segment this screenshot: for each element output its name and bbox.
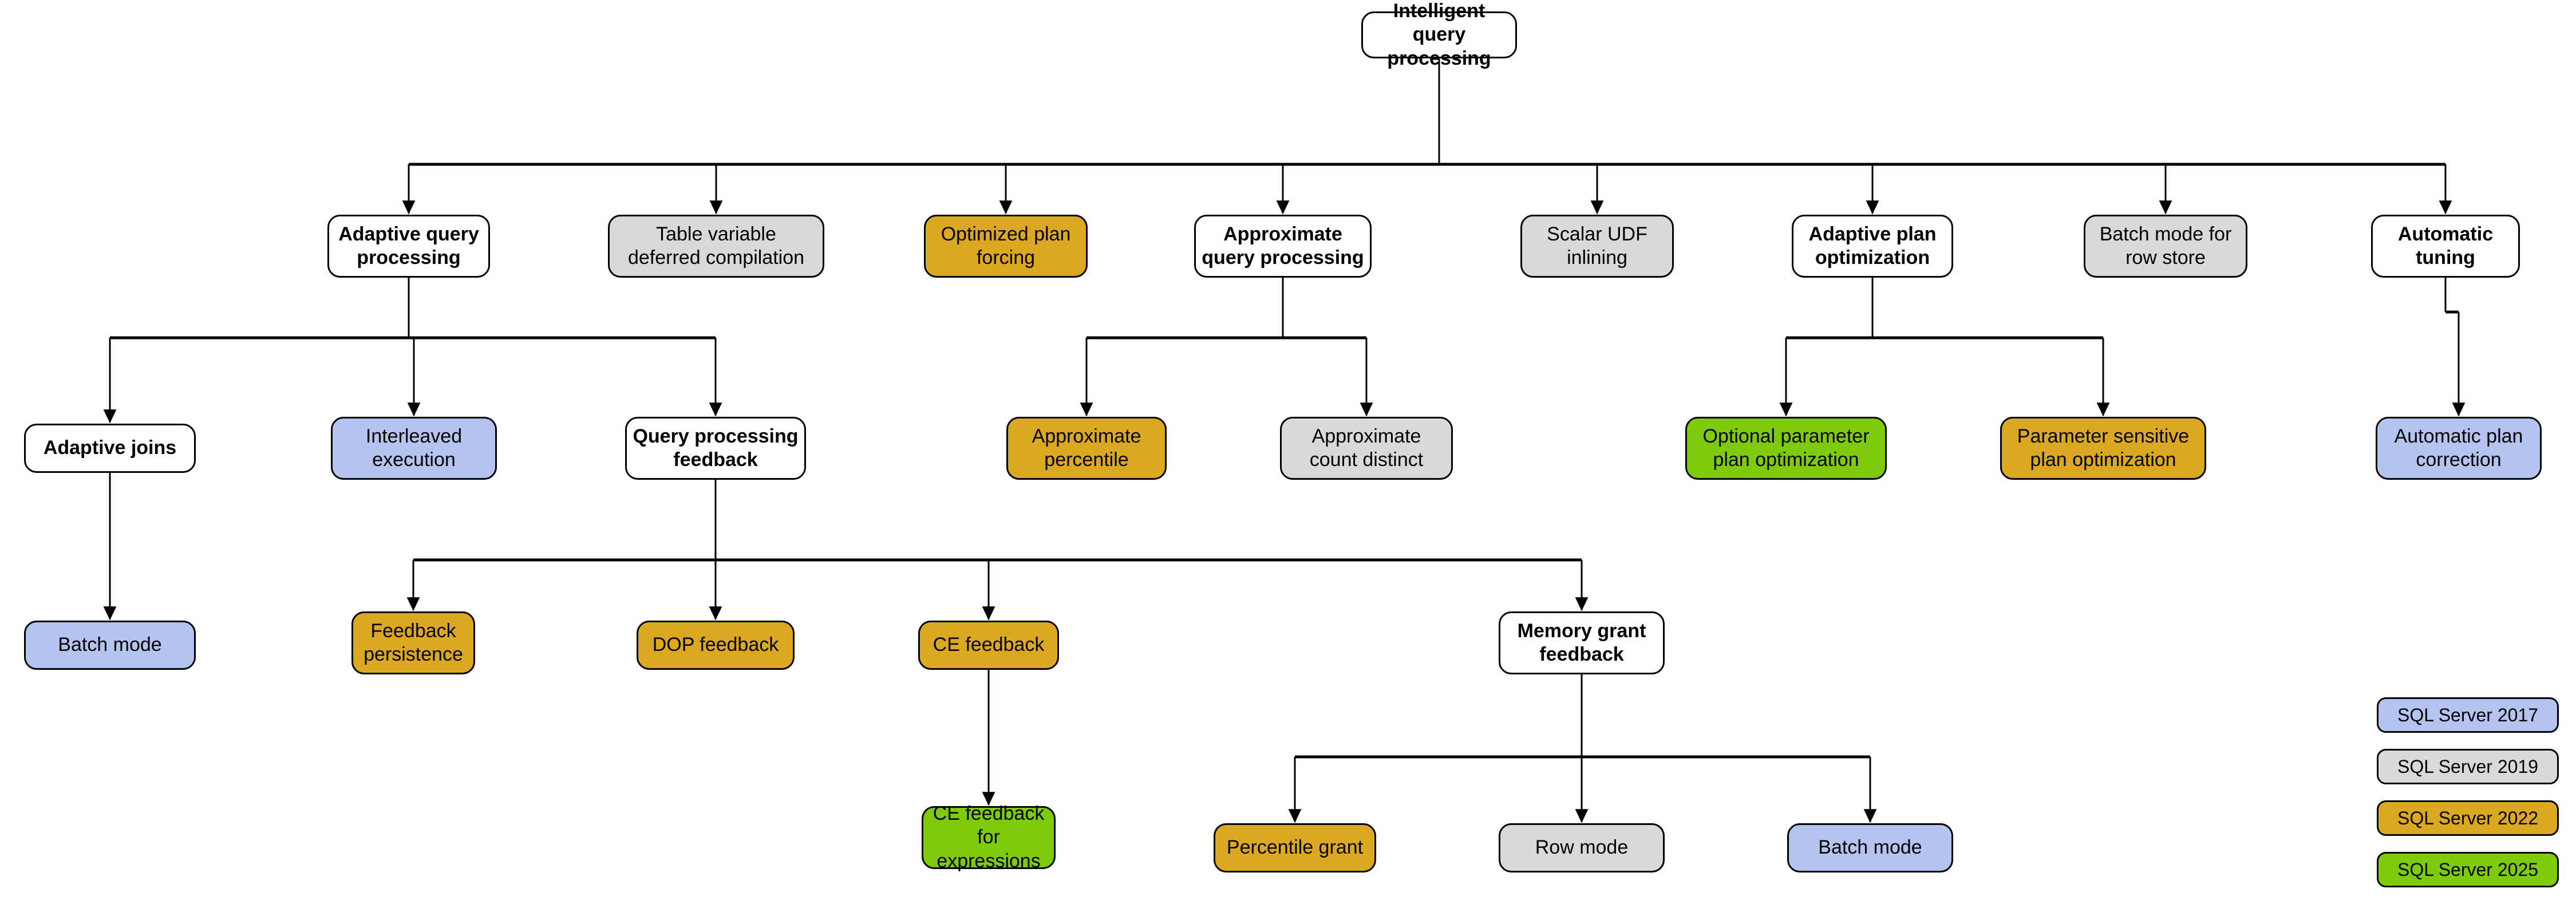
- node-label: Approximate percentile: [1032, 425, 1141, 471]
- node-apo[interactable]: Adaptive plan optimization: [1792, 215, 1953, 278]
- node-apct[interactable]: Approximate percentile: [1006, 417, 1167, 480]
- node-label: Approximate query processing: [1202, 223, 1364, 269]
- legend-item-sql-server-2025: SQL Server 2025: [2377, 852, 2559, 887]
- node-pctgr[interactable]: Percentile grant: [1214, 823, 1376, 872]
- node-label: Optimized plan forcing: [941, 223, 1071, 269]
- node-tvdc[interactable]: Table variable deferred compilation: [608, 215, 824, 278]
- node-label: Table variable deferred compilation: [627, 223, 805, 269]
- node-label: Batch mode for row store: [2099, 223, 2232, 269]
- node-label: Memory grant feedback: [1517, 619, 1646, 665]
- node-label: Approximate count distinct: [1309, 425, 1424, 471]
- node-label: Adaptive plan optimization: [1808, 223, 1937, 269]
- node-rowmd[interactable]: Row mode: [1499, 823, 1665, 872]
- node-cefbex[interactable]: CE feedback for expressions: [922, 803, 1056, 872]
- legend-item-sql-server-2019: SQL Server 2019: [2377, 749, 2559, 784]
- node-label: Scalar UDF inlining: [1547, 223, 1647, 269]
- node-fbpers[interactable]: Feedback persistence: [351, 611, 475, 674]
- legend-item-label: SQL Server 2022: [2397, 807, 2539, 828]
- node-bmode1[interactable]: Batch mode: [24, 621, 196, 670]
- legend-item-sql-server-2022: SQL Server 2022: [2377, 800, 2559, 836]
- node-label: CE feedback for expressions: [933, 802, 1045, 872]
- node-label: Percentile grant: [1226, 836, 1364, 859]
- node-at[interactable]: Automatic tuning: [2371, 215, 2520, 278]
- node-label: Parameter sensitive plan optimization: [2017, 425, 2190, 471]
- node-sudf[interactable]: Scalar UDF inlining: [1520, 215, 1674, 278]
- node-label: CE feedback: [933, 634, 1045, 656]
- node-label: Optional parameter plan optimization: [1702, 425, 1870, 471]
- legend-item-label: SQL Server 2017: [2397, 704, 2539, 725]
- node-qpf[interactable]: Query processing feedback: [625, 417, 806, 480]
- node-opf[interactable]: Optimized plan forcing: [924, 215, 1088, 278]
- node-label: Feedback persistence: [364, 619, 463, 665]
- node-pspo[interactable]: Parameter sensitive plan optimization: [2000, 417, 2206, 480]
- node-label: Adaptive joins: [43, 437, 177, 459]
- node-label: Batch mode: [1818, 836, 1922, 859]
- node-bmode2[interactable]: Batch mode: [1787, 823, 1953, 872]
- node-apq[interactable]: Approximate query processing: [1194, 215, 1372, 278]
- node-bmrs[interactable]: Batch mode for row store: [2084, 215, 2247, 278]
- node-root[interactable]: Intelligent query processing: [1361, 0, 1517, 69]
- node-aqp[interactable]: Adaptive query processing: [327, 215, 490, 278]
- node-label: Adaptive query processing: [338, 223, 479, 269]
- node-label: Automatic tuning: [2397, 223, 2494, 269]
- node-label: Batch mode: [58, 634, 162, 656]
- node-label: Interleaved execution: [365, 425, 463, 471]
- node-label: Intelligent query processing: [1387, 0, 1491, 69]
- node-dopfb[interactable]: DOP feedback: [637, 621, 795, 670]
- legend-item-label: SQL Server 2019: [2397, 756, 2539, 777]
- node-ilexec[interactable]: Interleaved execution: [331, 417, 497, 480]
- node-acd[interactable]: Approximate count distinct: [1280, 417, 1453, 480]
- node-label: Query processing feedback: [633, 425, 799, 471]
- node-ajoin[interactable]: Adaptive joins: [24, 424, 196, 473]
- node-apc[interactable]: Automatic plan correction: [2376, 417, 2542, 480]
- node-label: Automatic plan correction: [2394, 425, 2523, 471]
- legend-item-label: SQL Server 2025: [2397, 859, 2539, 880]
- node-label: DOP feedback: [652, 634, 779, 656]
- node-oppo[interactable]: Optional parameter plan optimization: [1685, 417, 1887, 480]
- node-mgf[interactable]: Memory grant feedback: [1499, 611, 1665, 674]
- node-label: Row mode: [1535, 836, 1629, 859]
- node-cefb[interactable]: CE feedback: [918, 621, 1059, 670]
- legend-item-sql-server-2017: SQL Server 2017: [2377, 697, 2559, 733]
